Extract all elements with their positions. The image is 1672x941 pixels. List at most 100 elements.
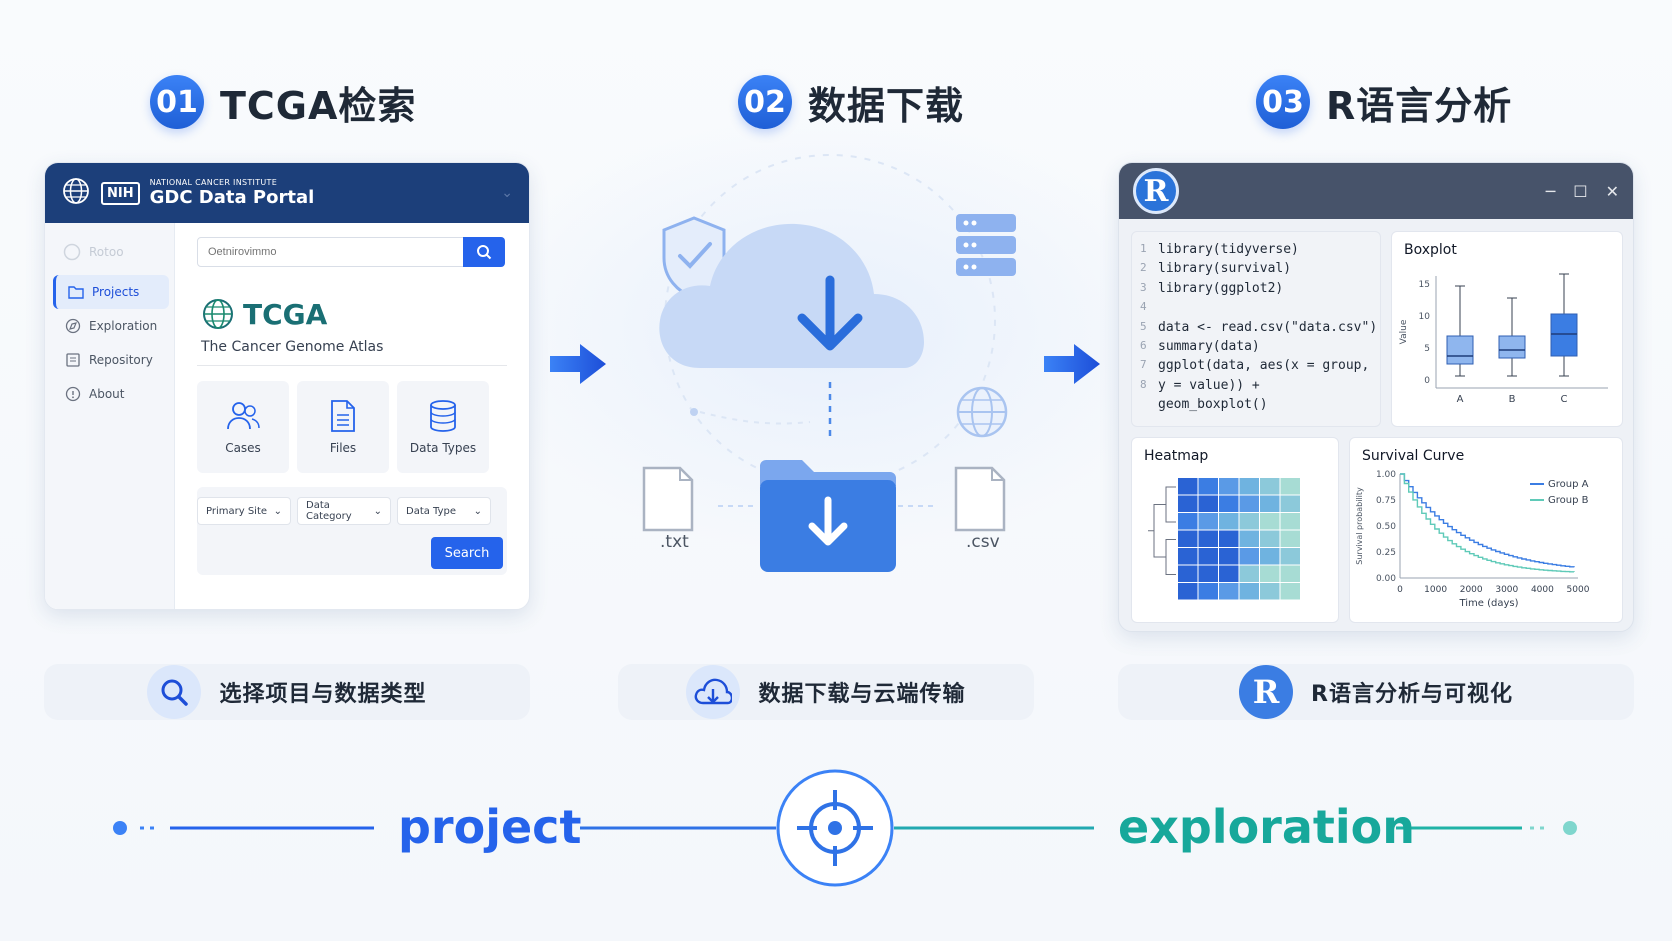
x-tick-label: 4000 (1531, 585, 1554, 595)
heatmap-cell (1260, 478, 1280, 495)
folder-download-icon (760, 460, 896, 572)
sidebar-item-repository[interactable]: Repository (53, 343, 169, 377)
y-tick-label: 15 (1419, 280, 1430, 290)
x-tick-label: 2000 (1460, 585, 1483, 595)
tile-data-types[interactable]: Data Types (397, 381, 489, 473)
y-axis-label: Value (1399, 319, 1409, 344)
survival-title: Survival Curve (1362, 448, 1465, 464)
search-submit-button[interactable]: Search (431, 537, 503, 569)
folder-icon (68, 286, 84, 299)
tcga-subtitle: The Cancer Genome Atlas (201, 339, 384, 355)
boxplot-box (1446, 335, 1474, 365)
heatmap-cell (1219, 530, 1239, 547)
heatmap-cell (1219, 565, 1239, 582)
step-2-header: 02 数据下载 (738, 72, 964, 132)
code-line: 4 (1140, 300, 1380, 319)
y-tick-label: 5 (1424, 344, 1430, 354)
server-icon (956, 214, 1016, 276)
caption-step-1: 选择项目与数据类型 (44, 664, 530, 720)
heatmap-cell (1260, 513, 1280, 530)
line-number: 3 (1140, 280, 1147, 294)
gdc-header: NIH NATIONAL CANCER INSTITUTE GDC Data P… (45, 163, 529, 223)
maximize-icon[interactable]: ☐ (1573, 181, 1588, 201)
heatmap-cell (1280, 548, 1300, 565)
menu-chevron-icon[interactable]: ⌄ (501, 185, 513, 201)
sidebar-item-about[interactable]: About (53, 377, 169, 411)
search-button[interactable] (463, 237, 505, 267)
heatmap-title: Heatmap (1144, 448, 1209, 464)
x-tick-label: C (1561, 394, 1568, 405)
data-category-select[interactable]: Data Category⌄ (297, 497, 391, 525)
file-icon (331, 400, 355, 432)
cloud-download-icon (686, 665, 741, 719)
org-name: NATIONAL CANCER INSTITUTE (149, 178, 278, 187)
heatmap-cell (1239, 495, 1259, 512)
caption-text: 数据下载与云端传输 (758, 682, 966, 707)
heatmap-cell (1178, 513, 1198, 530)
caption-text: R语言分析与可视化 (1311, 682, 1513, 707)
step-3-header: 03 R语言分析 (1256, 72, 1512, 132)
y-tick-label: 10 (1419, 312, 1431, 322)
caption-step-3: R R语言分析与可视化 (1118, 664, 1634, 720)
chevron-down-icon: ⌄ (273, 505, 282, 517)
minimize-icon[interactable]: ─ (1545, 181, 1556, 201)
tcga-title: TCGA (243, 297, 328, 331)
nih-logo: NIH (101, 181, 140, 205)
globe-icon (956, 386, 1008, 438)
csv-file-icon (954, 466, 1006, 532)
boxplot-box (1498, 335, 1526, 359)
info-icon (65, 386, 81, 402)
series-line-group-a (1400, 473, 1575, 568)
tile-files[interactable]: Files (297, 381, 389, 473)
heatmap-cell (1280, 495, 1300, 512)
code-text: ggplot(data, aes(x = group, (1158, 358, 1370, 374)
data-type-select[interactable]: Data Type⌄ (397, 497, 491, 525)
heatmap-cell (1219, 513, 1239, 530)
cloud-download-icon (659, 223, 924, 368)
gdc-sidebar: Rotoo Projects Exploration Repository Ab… (45, 223, 175, 609)
heatmap-cell (1198, 495, 1218, 512)
heatmap-cell (1219, 583, 1239, 600)
code-text: geom_boxplot() (1158, 397, 1268, 413)
r-window-titlebar: R ─ ☐ ✕ (1119, 163, 1633, 219)
timeline-word-right: exploration (1118, 800, 1416, 854)
sidebar-item-exploration[interactable]: Exploration (53, 309, 169, 343)
timeline (113, 769, 1577, 887)
sidebar-item-label: Exploration (89, 319, 158, 333)
search-input[interactable] (197, 237, 503, 267)
heatmap-cell (1219, 548, 1239, 565)
heatmap-cell (1239, 583, 1259, 600)
chevron-down-icon: ⌄ (373, 505, 382, 517)
x-tick-label: 5000 (1567, 585, 1590, 595)
timeline-start-dot (113, 821, 127, 835)
heatmap-cell (1260, 583, 1280, 600)
sidebar-item-projects[interactable]: Projects (53, 275, 169, 309)
dendrogram (1148, 486, 1176, 575)
step-1-number: 01 (150, 75, 204, 129)
primary-site-select[interactable]: Primary Site⌄ (197, 497, 291, 525)
r-logo: R (1133, 168, 1179, 214)
line-number: 6 (1140, 338, 1147, 352)
users-icon (227, 402, 260, 430)
tile-label: Cases (225, 441, 261, 455)
tcga-logo: TCGA (201, 297, 327, 331)
r-logo-icon: R (1239, 665, 1294, 719)
line-number: 1 (1140, 242, 1147, 255)
heatmap-cell (1239, 478, 1259, 495)
tile-cases[interactable]: Cases (197, 381, 289, 473)
line-number: 7 (1140, 358, 1147, 372)
heatmap-cell (1260, 530, 1280, 547)
timeline-word-left: project (398, 800, 582, 854)
heatmap-cell (1280, 530, 1300, 547)
code-text: library(tidyverse) (1158, 242, 1299, 257)
csv-file-label: .csv (966, 532, 1000, 552)
y-axis-label: Survival probability (1355, 487, 1364, 565)
close-icon[interactable]: ✕ (1605, 181, 1619, 201)
heatmap-cell (1198, 565, 1218, 582)
x-tick-label: 0 (1397, 585, 1403, 595)
timeline-end-dot (1563, 821, 1577, 835)
code-text: summary(data) (1158, 338, 1260, 354)
